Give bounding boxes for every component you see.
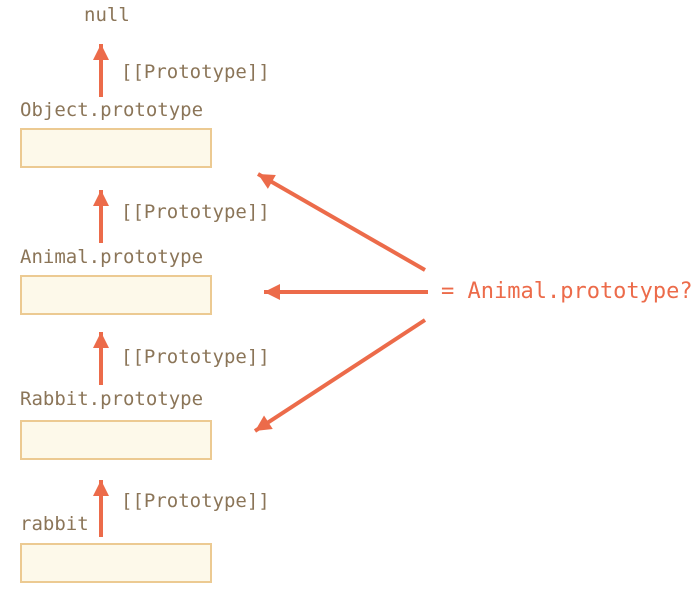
object-prototype-box	[20, 128, 212, 168]
null-label: null	[84, 4, 130, 26]
prototype-edge-label-2: [[Prototype]]	[121, 201, 270, 223]
prototype-edge-label-3: [[Prototype]]	[121, 346, 270, 368]
rabbit-label: rabbit	[20, 513, 89, 535]
object-prototype-label: Object.prototype	[20, 99, 204, 121]
question-label: = Animal.prototype?	[441, 279, 693, 304]
animal-prototype-label: Animal.prototype	[20, 246, 204, 268]
question-arrow-to-object-prototype	[257, 172, 426, 272]
rabbit-prototype-label: Rabbit.prototype	[20, 388, 204, 410]
animal-prototype-box	[20, 275, 212, 315]
prototype-edge-label-1: [[Prototype]]	[121, 61, 270, 83]
rabbit-box	[20, 543, 212, 583]
rabbit-prototype-box	[20, 420, 212, 460]
question-arrow-to-rabbit-prototype	[253, 318, 427, 433]
prototype-edge-label-4: [[Prototype]]	[121, 490, 270, 512]
